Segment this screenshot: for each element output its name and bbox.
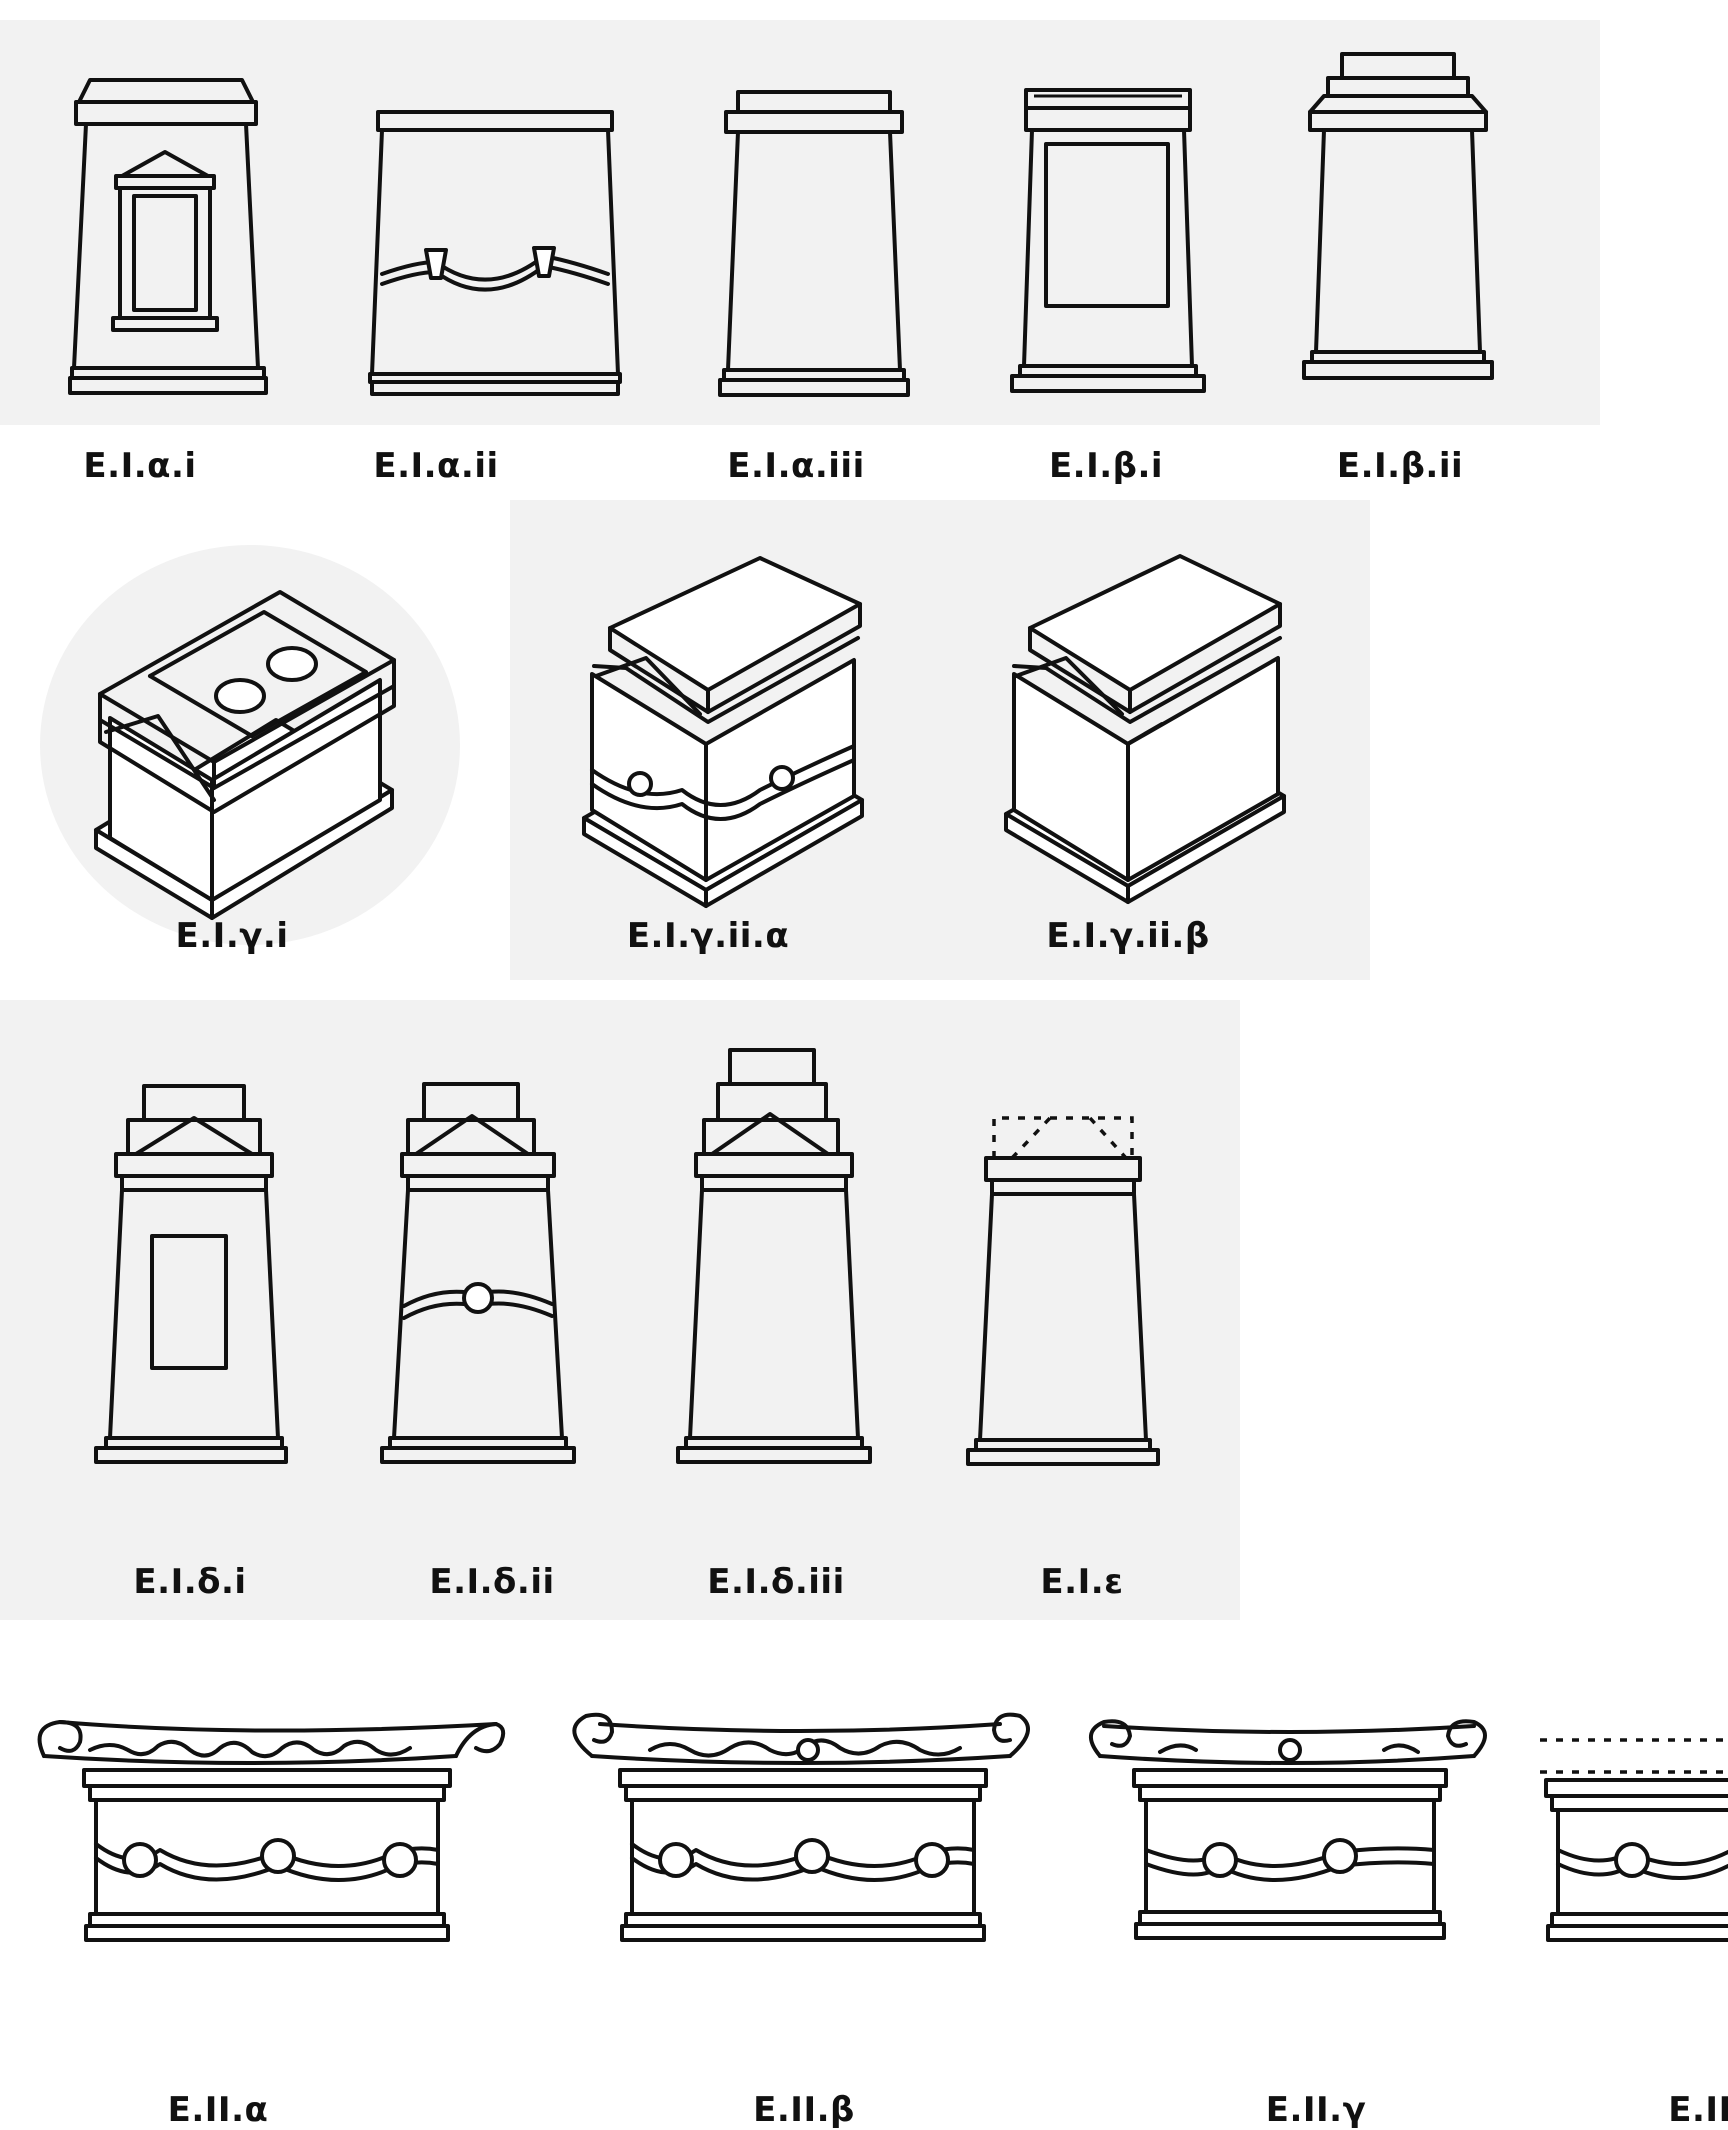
altar-e-ii-gamma [1089,1719,1487,1940]
altar-e-ii-partial [1540,1738,1728,1942]
altar-e-i-beta-i [1010,88,1206,393]
row3-background [0,1000,1240,1620]
label-e-i-delta-i: E.I.δ.i [133,1562,247,1602]
label-e-ii-partial: E.II [1668,2090,1728,2130]
altar-e-i-gamma-ii-alpha [582,556,864,908]
altar-e-i-delta-ii [380,1082,576,1464]
row1-background [0,20,1600,425]
altar-e-i-alpha-iii [718,90,910,397]
altar-e-i-delta-iii [676,1048,872,1464]
label-e-i-alpha-i: E.I.α.i [83,446,197,486]
label-e-ii-gamma: E.II.γ [1265,2090,1367,2130]
altar-e-i-beta-ii [1302,52,1494,380]
label-e-i-beta-ii: E.I.β.ii [1336,446,1464,486]
label-e-i-delta-ii: E.I.δ.ii [429,1562,555,1602]
altar-e-i-gamma-ii-beta [1004,554,1286,904]
label-e-i-delta-iii: E.I.δ.iii [707,1562,845,1602]
altar-e-ii-beta [572,1712,1030,1942]
label-e-i-beta-i: E.I.β.i [1048,446,1164,486]
altar-e-i-gamma-i [94,590,396,920]
label-e-i-alpha-iii: E.I.α.iii [727,446,865,486]
altar-e-i-delta-i [94,1084,288,1464]
label-e-i-alpha-ii: E.I.α.ii [373,446,499,486]
label-e-i-gamma-i: E.I.γ.i [175,916,289,956]
altar-e-i-epsilon [966,1116,1160,1466]
altar-e-i-alpha-i [68,78,268,395]
label-e-i-epsilon: E.I.ε [1040,1562,1124,1602]
label-e-ii-beta: E.II.β [753,2090,855,2130]
altar-e-i-alpha-ii [368,110,622,396]
label-e-i-gamma-ii-alpha: E.I.γ.ii.α [626,916,790,956]
label-e-i-gamma-ii-beta: E.I.γ.ii.β [1046,916,1210,956]
label-e-ii-alpha: E.II.α [167,2090,269,2130]
altar-e-ii-alpha [37,1720,506,1942]
